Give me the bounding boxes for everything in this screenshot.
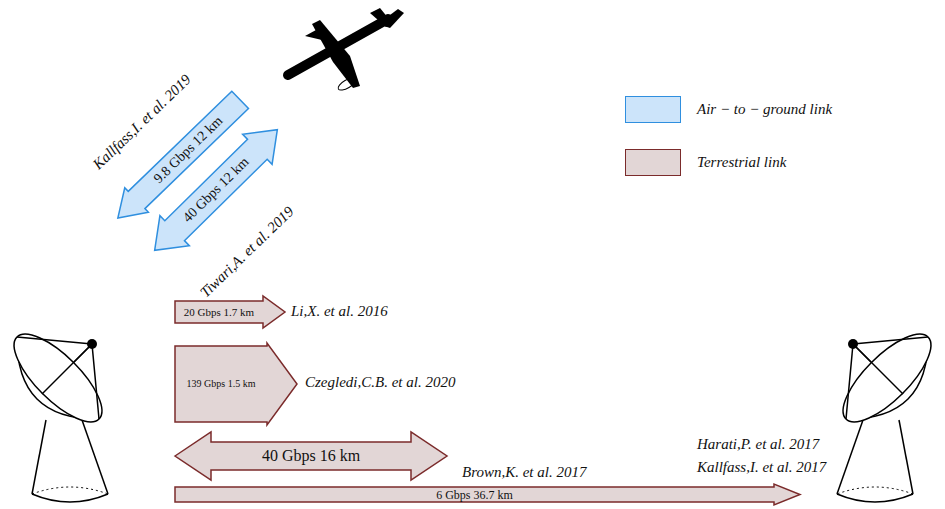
link-arrow: 6 Gbps 36.7 km xyxy=(175,484,800,505)
citation-label: Kallfass,I. et al. 2017 xyxy=(697,459,826,476)
link-rate-text: 40 Gbps 16 km xyxy=(262,448,360,464)
citation-label: Harati,P. et al. 2017 xyxy=(697,436,819,453)
arrow-outline xyxy=(140,115,292,266)
citation-label: Tiwari,A. et al. 2019 xyxy=(197,203,297,301)
link-arrow: 40 Gbps 16 km xyxy=(175,432,447,480)
link-rate-text: 40 Gbps 12 km xyxy=(180,155,251,225)
link-rate-text: 20 Gbps 1.7 km xyxy=(184,307,254,318)
legend-text: Air − to − ground link xyxy=(697,101,832,118)
legend-text: Terrestrial link xyxy=(697,154,786,171)
citation-label: Li,X. et al. 2016 xyxy=(291,303,388,320)
arrow-outline xyxy=(175,343,297,425)
arrow-outline xyxy=(175,296,285,328)
dish-antenna xyxy=(1,321,114,502)
legend-swatch xyxy=(625,96,681,123)
arrow-outline xyxy=(175,484,800,505)
link-rate-text: 6 Gbps 36.7 km xyxy=(436,489,513,501)
link-arrow: 20 Gbps 1.7 km xyxy=(175,296,285,328)
citation-label: Czegledi,C.B. et al. 2020 xyxy=(305,374,455,391)
legend-swatch xyxy=(625,149,681,176)
dish-antenna xyxy=(830,321,943,502)
link-rate-text: 139 Gbps 1.5 km xyxy=(187,379,256,389)
citation-label: Brown,K. et al. 2017 xyxy=(462,464,586,481)
airplane-icon xyxy=(288,8,404,92)
link-arrow: 139 Gbps 1.5 km xyxy=(175,343,297,425)
arrow-outline xyxy=(175,432,447,480)
